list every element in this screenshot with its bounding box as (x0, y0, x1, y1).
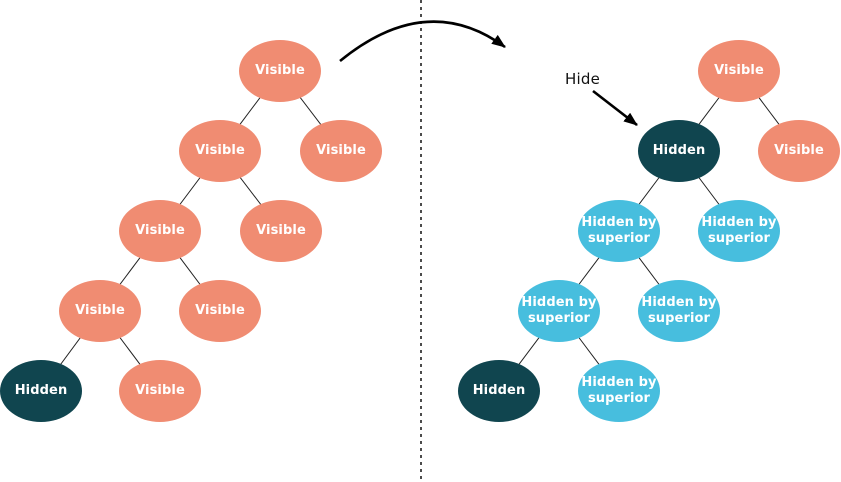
tree-node-visible: Visible (240, 200, 322, 262)
tree-node-label: Hidden (652, 143, 706, 158)
tree-node-hidden-by-superior: Hidden by superior (638, 280, 720, 342)
tree-node-label: Hidden by superior (521, 295, 597, 326)
tree-node-label: Visible (75, 303, 125, 318)
tree-node-label: Visible (255, 63, 305, 78)
tree-node-label: Visible (195, 143, 245, 158)
tree-node-visible: Visible (300, 120, 382, 182)
annotation-arrows (339, 0, 638, 482)
tree-node-label: Visible (135, 383, 185, 398)
tree-node-hidden: Hidden (458, 360, 540, 422)
hide-arrow (592, 89, 638, 127)
tree-node-visible: Visible (179, 280, 261, 342)
tree-node-label: Hidden (472, 383, 526, 398)
tree-node-label: Hidden by superior (641, 295, 717, 326)
tree-node-visible: Visible (119, 200, 201, 262)
tree-node-label: Visible (774, 143, 824, 158)
tree-node-hidden-by-superior: Hidden by superior (578, 360, 660, 422)
tree-node-visible: Visible (119, 360, 201, 422)
tree-node-hidden-by-superior: Hidden by superior (698, 200, 780, 262)
tree-node-label: Hidden (14, 383, 68, 398)
tree-node-visible: Visible (698, 40, 780, 102)
tree-node-visible: Visible (179, 120, 261, 182)
tree-node-visible: Visible (239, 40, 321, 102)
tree-node-label: Hidden by superior (581, 215, 657, 246)
tree-node-visible: Visible (758, 120, 840, 182)
tree-node-hidden: Hidden (0, 360, 82, 422)
transform-arrow (339, 20, 506, 63)
tree-node-label: Visible (256, 223, 306, 238)
tree-node-label: Visible (316, 143, 366, 158)
tree-node-label: Hidden by superior (581, 375, 657, 406)
tree-node-visible: Visible (59, 280, 141, 342)
tree-node-label: Visible (135, 223, 185, 238)
hide-annotation-label: Hide (565, 70, 600, 88)
tree-node-hidden-by-superior: Hidden by superior (578, 200, 660, 262)
tree-node-hidden-by-superior: Hidden by superior (518, 280, 600, 342)
tree-node-label: Visible (195, 303, 245, 318)
tree-node-hidden: Hidden (638, 120, 720, 182)
tree-node-label: Visible (714, 63, 764, 78)
tree-node-label: Hidden by superior (701, 215, 777, 246)
